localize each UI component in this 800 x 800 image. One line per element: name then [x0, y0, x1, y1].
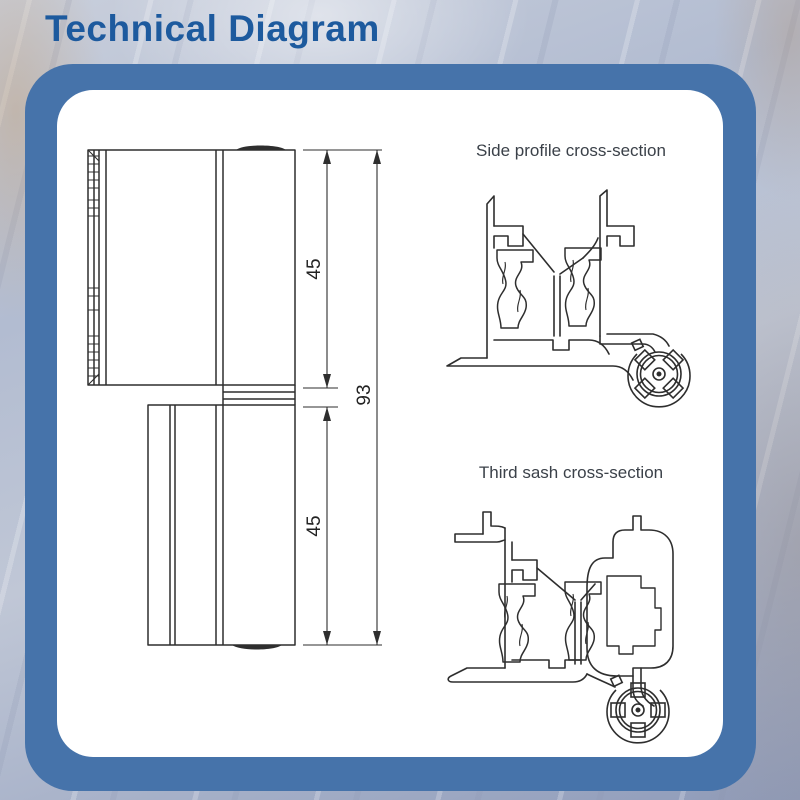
- side-profile-cross-section-drawing: [446, 189, 691, 408]
- hinge-barrel: [606, 674, 670, 744]
- side-profile-label: Side profile cross-section: [476, 141, 666, 160]
- left-gasket: [496, 249, 534, 329]
- side-profile-outline: [446, 189, 670, 381]
- centre-gasket: [564, 581, 602, 661]
- third-sash-label: Third sash cross-section: [478, 463, 664, 482]
- hinge-outline: [87, 149, 296, 646]
- page-title: Technical Diagram: [45, 8, 380, 49]
- hinge-elevation-drawing: 45 45 93: [87, 145, 382, 650]
- bottom-pin-bump: [232, 645, 282, 650]
- hinge-barrel: [627, 338, 691, 408]
- dim-label-total-93: 93: [354, 384, 375, 405]
- third-sash-outline: [447, 511, 674, 707]
- dimension-lines: [303, 149, 382, 646]
- top-pin-bump: [236, 145, 286, 150]
- right-gasket: [564, 247, 602, 327]
- dim-label-top-45: 45: [304, 258, 325, 279]
- dimension-arrows: [323, 150, 381, 645]
- dim-label-bottom-45: 45: [304, 515, 325, 536]
- third-sash-cross-section-drawing: [447, 511, 674, 744]
